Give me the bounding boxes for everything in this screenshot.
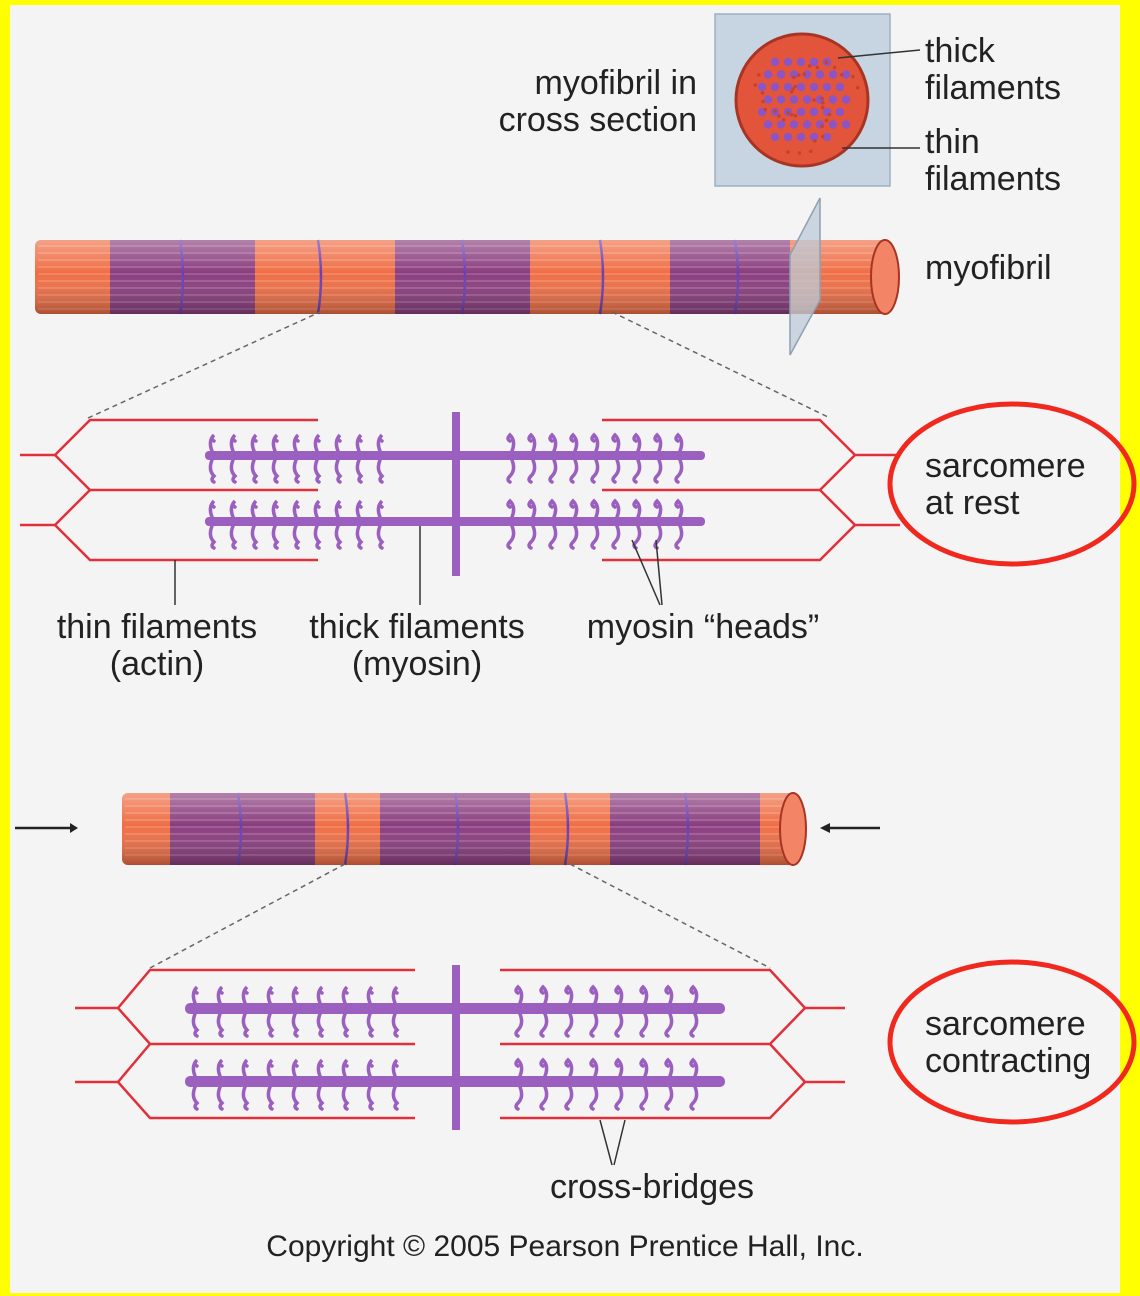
thin-filament-dot: [790, 113, 794, 117]
thin-filament-dot: [833, 66, 837, 70]
thin-filament-dot: [763, 108, 767, 112]
thick-filament-dot: [803, 95, 811, 103]
thick-filament-dot: [777, 95, 785, 103]
thick-filament-dot: [758, 83, 766, 91]
contract-thick-filament-2: [185, 1076, 725, 1087]
sarcomere-at-rest-label-line2: at rest: [925, 484, 1020, 522]
thin-filament-dot: [790, 90, 794, 94]
thick-filament-dot: [836, 108, 844, 116]
thin-filament-dot: [851, 75, 855, 79]
myofibril-shading: [35, 240, 890, 314]
thin-filament-dot: [754, 83, 758, 87]
thick-filament-dot: [784, 83, 792, 91]
thin-filament-dot: [798, 151, 802, 155]
thin-filament-dot: [803, 72, 807, 76]
thick-filament-dot: [771, 133, 779, 141]
contracted-end-cap: [780, 793, 806, 865]
m-line: [452, 412, 460, 576]
thick-filament-dot: [816, 70, 824, 78]
thin-filament-dot: [828, 113, 832, 117]
thick-filament-dot: [797, 108, 805, 116]
thin-filament-dot: [821, 101, 825, 105]
cross-section-title-line2: cross section: [499, 101, 697, 139]
thick-filament-dot: [810, 83, 818, 91]
thick-filament-dot: [764, 70, 772, 78]
thick-filament-dot: [797, 58, 805, 66]
thick-filaments-label-line1: thick: [925, 32, 996, 70]
thin-filament-dot: [782, 118, 786, 122]
thick-filament-dot: [829, 120, 837, 128]
thin-filament-dot: [809, 150, 813, 154]
contracted-shading: [122, 793, 800, 865]
thin-filament-dot: [816, 66, 820, 70]
thin-filament-dot: [821, 135, 825, 139]
thick-filament-dot: [810, 108, 818, 116]
thick-filament-dot: [829, 70, 837, 78]
thin-filament-dot: [786, 150, 790, 154]
myosin-heads-label: myosin “heads”: [587, 608, 819, 646]
copyright-notice: Copyright © 2005 Pearson Prentice Hall, …: [266, 1230, 863, 1263]
sarcomere-contracting-label-line1: sarcomere: [925, 1005, 1086, 1043]
thin-filament-dot: [808, 64, 812, 68]
thick-filament-dot: [790, 120, 798, 128]
thick-filament-dot: [784, 133, 792, 141]
thick-filament-dot: [784, 58, 792, 66]
thick-filament-dot: [777, 70, 785, 78]
thin-filament-dot: [840, 73, 844, 77]
sarcomere-contracting-label-line2: contracting: [925, 1042, 1091, 1080]
thin-filament-dot: [761, 100, 765, 104]
contract-m-line: [452, 965, 460, 1130]
thin-filament-dot: [794, 114, 798, 118]
thin-filament-dot: [797, 73, 801, 77]
thin-filament-dot: [820, 124, 824, 128]
thin-filament-dot: [757, 73, 761, 77]
thick-filament-dot: [797, 133, 805, 141]
thin-filament-dot: [820, 97, 824, 101]
thin-filament-dot: [812, 98, 816, 102]
thin-filament-dot: [792, 76, 796, 80]
thick-filament-dot: [764, 120, 772, 128]
thick-filament-dot: [836, 83, 844, 91]
thick-filaments-label-line2: filaments: [925, 69, 1061, 107]
thin-filaments-actin-label-line1: thin filaments: [57, 608, 257, 646]
thick-filament-dot: [771, 58, 779, 66]
thin-filaments-label-line1: thin: [925, 123, 980, 161]
thick-filament-1: [205, 451, 705, 460]
sarcomere-at-rest-label-line1: sarcomere: [925, 447, 1086, 485]
thin-filament-dot: [761, 91, 765, 95]
thick-filament-dot: [771, 83, 779, 91]
thick-filaments-myosin-label-line1: thick filaments: [309, 608, 524, 646]
cross-section-title-line1: myofibril in: [535, 64, 697, 102]
thin-filament-dot: [825, 119, 829, 123]
thin-filament-dot: [856, 86, 860, 90]
thick-filament-2: [205, 517, 705, 526]
thin-filament-dot: [786, 111, 790, 115]
thick-filament-dot: [764, 95, 772, 103]
thick-filament-dot: [842, 95, 850, 103]
thin-filament-dot: [773, 109, 777, 113]
thick-filament-dot: [829, 95, 837, 103]
myofibril-label: myofibril: [925, 249, 1052, 287]
contract-thick-filament-1: [185, 1003, 725, 1014]
thick-filament-dot: [790, 95, 798, 103]
cross-bridges-label: cross-bridges: [550, 1168, 754, 1206]
thin-filament-dot: [821, 106, 825, 110]
thin-filaments-label-line2: filaments: [925, 160, 1061, 198]
thick-filaments-myosin-label-line2: (myosin): [352, 645, 482, 683]
thin-filament-dot: [825, 60, 829, 64]
thick-filament-dot: [842, 120, 850, 128]
thin-filament-dot: [813, 139, 817, 143]
thick-filament-dot: [797, 83, 805, 91]
thin-filament-dot: [777, 114, 781, 118]
thick-filament-dot: [803, 120, 811, 128]
thick-filament-dot: [823, 83, 831, 91]
myofibril-end-cap: [871, 240, 899, 314]
thin-filaments-actin-label-line2: (actin): [110, 645, 204, 683]
